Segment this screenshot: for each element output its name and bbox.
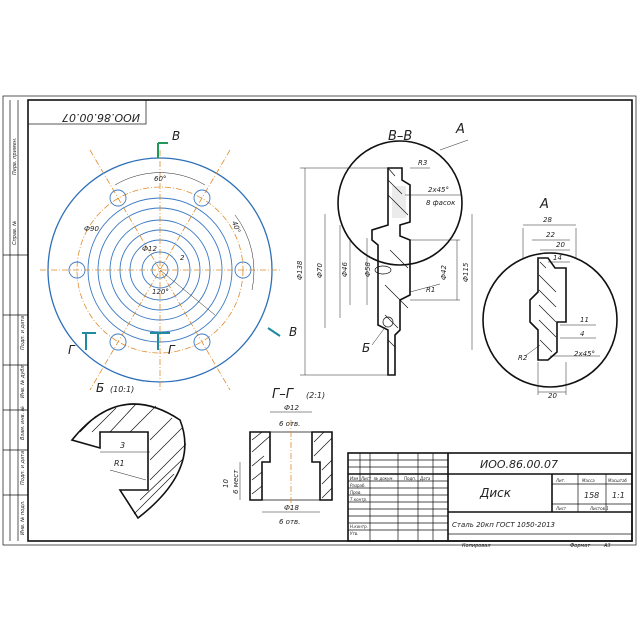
dim-d12: Ф12 xyxy=(142,245,157,253)
dim-r3: R3 xyxy=(418,159,427,167)
detail-a-circle xyxy=(337,140,463,266)
detail-b: Б (10:1) 3 R1 xyxy=(70,381,187,520)
view-g-marker-right: Г xyxy=(168,343,176,357)
front-view: Ф90 Ф12 60° 120° 2 40° xyxy=(40,149,280,391)
detail-a-title: А xyxy=(539,197,549,212)
drawing-name: Диск xyxy=(479,486,512,500)
section-bb: В–В Ф138 Ф70 Ф46 Ф58 Ф42 Ф115 R3 2х45° 8… xyxy=(296,122,473,376)
scale-value: 1:1 xyxy=(612,491,625,500)
tb-role-5: Утв. xyxy=(350,531,358,536)
detail-a: А 28 22 20 14 11 4 2х45° R2 20 xyxy=(482,197,618,400)
copied-label: Копировал xyxy=(462,543,491,549)
section-bb-title: В–В xyxy=(388,129,412,144)
view-g-marker-left: Г xyxy=(68,343,76,357)
dim-g-6holes: 6 отв. xyxy=(279,420,300,428)
drawing-code: ИОО.86.00.07 xyxy=(480,458,558,471)
section-gg-scale: (2:1) xyxy=(306,391,325,400)
tb-row-izm: Изм xyxy=(350,476,358,481)
detail-b-circle xyxy=(382,316,394,328)
lit-label: Лит. xyxy=(555,478,565,483)
tb-row-date: Дата xyxy=(419,476,431,481)
side-label-3: Инв. № дубл. xyxy=(20,364,26,398)
dim-g-12: Ф12 xyxy=(284,404,299,412)
dim-g-6holes2: 6 отв. xyxy=(279,518,300,526)
view-b-marker-top: В xyxy=(172,129,180,143)
side-label-5: Подп. и дата xyxy=(20,451,26,485)
tb-role-0: Разраб. xyxy=(350,483,366,488)
dim-b-3: 3 xyxy=(120,441,125,450)
mass-value: 158 xyxy=(584,491,599,500)
side-label-1: Справ. № xyxy=(12,221,18,245)
dim-ang60: 60° xyxy=(154,175,166,183)
section-gg: Г–Г (2:1) Ф12 6 отв. Ф18 6 отв. 10 6 мес… xyxy=(222,387,333,526)
side-label-6: Инв. № подл. xyxy=(20,501,26,536)
dim-d46: Ф46 xyxy=(341,262,349,277)
dim-a-22: 22 xyxy=(546,231,555,239)
side-label-4: Взам. инв. № xyxy=(20,406,26,440)
detail-b-scale: (10:1) xyxy=(110,385,134,394)
dim-d70: Ф70 xyxy=(316,263,324,278)
tb-row-sign: Подп. xyxy=(404,476,416,481)
sheet-outer-frame xyxy=(2,95,637,546)
sheets-label: Листов 1 xyxy=(589,506,609,511)
bolt-hole-6 xyxy=(109,189,127,207)
dim-g-10: 10 xyxy=(222,479,230,488)
tb-row-list: Лист xyxy=(360,476,372,481)
section-gg-title: Г–Г xyxy=(272,387,295,402)
dim-a-28: 28 xyxy=(543,216,552,224)
dim-r1: R1 xyxy=(426,286,435,294)
side-stamp: Перв. примен. Справ. № Подп. и дата Инв.… xyxy=(3,100,28,541)
scale-label: Масштаб xyxy=(608,478,628,483)
dim-d90: Ф90 xyxy=(84,225,99,233)
dim-g-6places: 6 мест xyxy=(232,469,240,494)
dim-a-4: 4 xyxy=(580,330,584,338)
detail-a-label-top: А xyxy=(455,122,465,137)
rotated-code-box xyxy=(27,99,147,125)
bolt-hole-4 xyxy=(109,333,127,351)
bolt-hole-3 xyxy=(193,333,211,351)
dim-a-20: 20 xyxy=(556,241,565,249)
view-b-marker-bottom: В xyxy=(289,325,297,339)
dim-a-r2: R2 xyxy=(518,354,528,362)
dim-b-r1: R1 xyxy=(114,459,125,468)
detail-b-title: Б xyxy=(96,381,104,395)
dim-a-chamfer: 2х45° xyxy=(574,350,595,358)
dim-ang120: 120° xyxy=(152,288,169,296)
rotated-code: ИОО.86.00.07 xyxy=(62,111,140,124)
bolt-hole-1 xyxy=(193,189,211,207)
tb-role-1: Пров. xyxy=(350,490,362,495)
tb-role-2: Т.контр. xyxy=(350,497,367,502)
dim-chamfers8: 8 фасок xyxy=(426,199,456,207)
tb-role-4: Н.контр. xyxy=(350,524,368,529)
dim-a-11: 11 xyxy=(580,316,589,324)
sheet-label: Лист xyxy=(555,506,567,511)
mass-label: Масса xyxy=(582,478,595,483)
dim-ang40: 40° xyxy=(230,220,242,234)
side-label-2: Подп. и дата xyxy=(20,316,26,350)
title-block: Изм Лист № докум. Подп. Дата Разраб. Про… xyxy=(347,452,633,549)
dim-d58: Ф58 xyxy=(364,262,372,277)
section-b-label: Б xyxy=(362,341,370,355)
dim-d115: Ф115 xyxy=(462,262,470,282)
dim-d138: Ф138 xyxy=(296,260,304,280)
tb-row-doc: № докум. xyxy=(373,476,394,481)
dim-g-18: Ф18 xyxy=(284,504,299,512)
dim-a-20b: 20 xyxy=(548,392,557,400)
dim-r2: 2 xyxy=(180,254,185,262)
dim-a-14: 14 xyxy=(553,254,562,262)
dim-chamfer: 2х45° xyxy=(428,186,449,194)
format-value: А3 xyxy=(603,543,611,549)
section-markers: В В Г Г xyxy=(68,129,297,357)
side-label-0: Перв. примен. xyxy=(12,137,18,175)
drawing-material: Сталь 20кп ГОСТ 1050-2013 xyxy=(452,521,555,529)
sheet-inner-frame xyxy=(27,99,633,542)
format-label: Формат xyxy=(570,543,591,549)
dim-d42: Ф42 xyxy=(440,265,448,280)
